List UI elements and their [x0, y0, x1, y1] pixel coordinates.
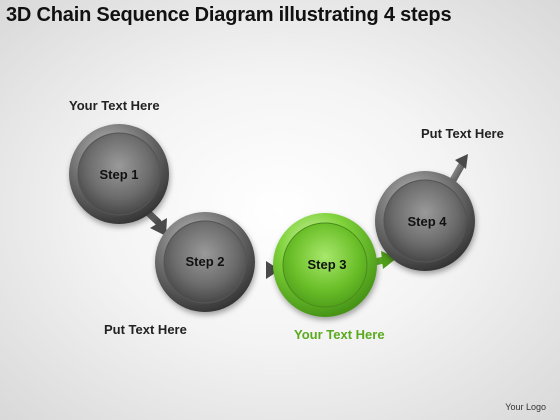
- step-2-node: [155, 212, 255, 312]
- step-2-label: Step 2: [185, 254, 224, 269]
- page-title: 3D Chain Sequence Diagram illustrating 4…: [6, 4, 452, 26]
- step-3-label: Step 3: [307, 257, 346, 272]
- caption-step-2: Put Text Here: [104, 322, 187, 337]
- step-1-disc: [77, 132, 161, 216]
- step-3-disc: [282, 222, 368, 308]
- step-4-label: Step 4: [407, 214, 447, 229]
- step-4-node: [375, 171, 475, 271]
- step-3-node: [273, 213, 377, 317]
- step-4-disc: [383, 179, 467, 263]
- exit-arrow: [448, 154, 468, 186]
- step-1-node: [69, 124, 169, 224]
- step-1-label: Step 1: [99, 167, 138, 182]
- logo-placeholder: Your Logo: [505, 402, 546, 412]
- caption-step-4: Put Text Here: [421, 126, 504, 141]
- step-2-disc: [163, 220, 247, 304]
- caption-step-3: Your Text Here: [294, 327, 385, 342]
- caption-step-1: Your Text Here: [69, 98, 160, 113]
